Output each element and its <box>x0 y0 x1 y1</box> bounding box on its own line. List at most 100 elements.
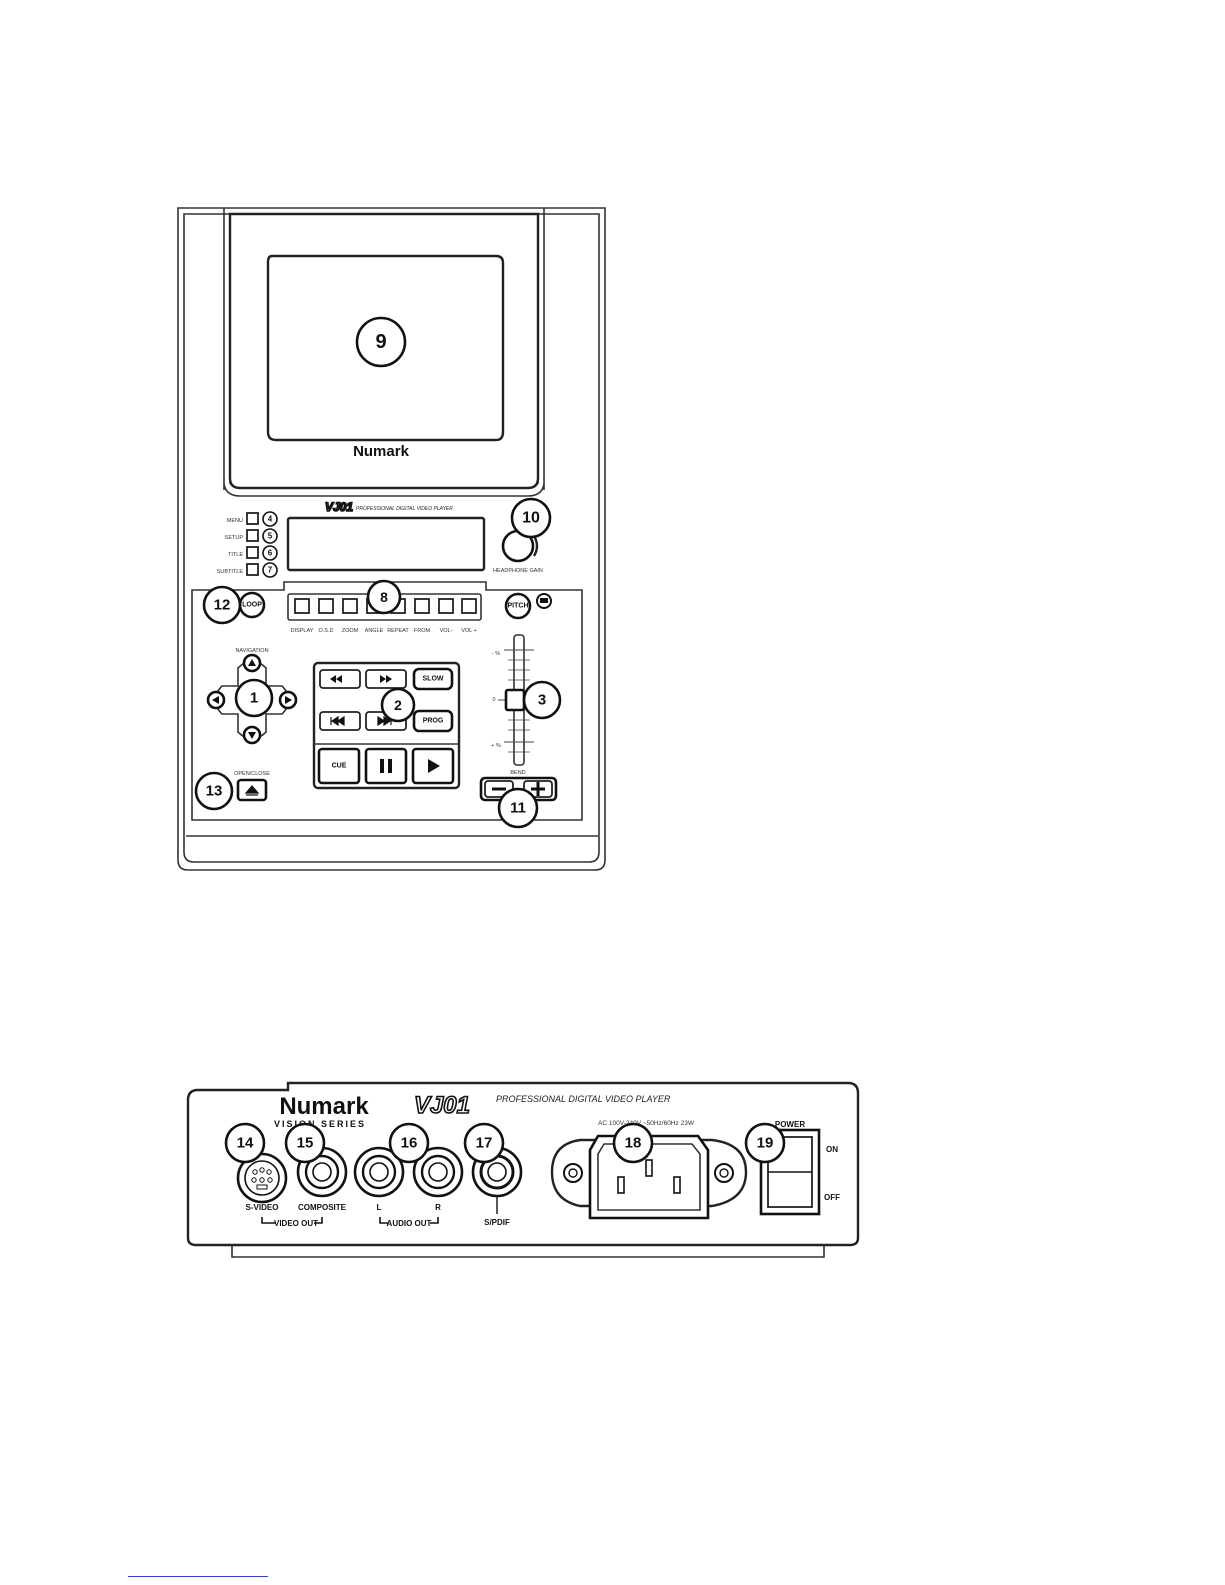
callout-19: 19 <box>744 1122 786 1164</box>
vol-down-button[interactable] <box>438 598 454 614</box>
svg-text:12: 12 <box>214 597 231 614</box>
callout-17: 17 <box>463 1122 505 1164</box>
prog-button[interactable] <box>412 709 454 733</box>
callout-10: 10 <box>510 497 552 539</box>
title-label: TITLE <box>228 552 243 558</box>
front-panel: Numark VJ01 PROFESSIONAL DIGITAL VIDEO P… <box>177 207 606 871</box>
pause-button[interactable] <box>364 747 408 785</box>
pitch-fader: - % 0 + % <box>491 634 534 766</box>
osd-button[interactable] <box>318 598 334 614</box>
svg-text:4: 4 <box>268 515 273 524</box>
eject-icon <box>244 785 260 796</box>
audio-out-label: AUDIO OUT <box>387 1219 432 1228</box>
svg-text:9: 9 <box>375 331 386 353</box>
zoom-button[interactable] <box>342 598 358 614</box>
callout-13: 13 <box>194 771 234 811</box>
rear-brand: Numark <box>279 1093 369 1120</box>
callout-9: 9 <box>355 316 407 368</box>
menu-button[interactable] <box>246 512 259 525</box>
svg-text:2: 2 <box>394 697 402 713</box>
rear-panel: Numark VISION SERIES VJ01 PROFESSIONAL D… <box>186 1081 860 1258</box>
display-button[interactable] <box>294 598 310 614</box>
subtitle-button[interactable] <box>246 563 259 576</box>
svg-text:10: 10 <box>522 510 540 527</box>
previous-track-icon <box>330 715 345 727</box>
callout-1: 1 <box>234 678 274 718</box>
vol-down-label: VOL- <box>440 628 453 634</box>
pitch-label: PITCH <box>508 603 529 610</box>
title-button[interactable] <box>246 546 259 559</box>
slow-button[interactable] <box>412 667 454 691</box>
arrow-right-icon <box>285 696 292 704</box>
callout-7: 7 <box>262 562 278 578</box>
callout-8: 8 <box>366 579 402 615</box>
svg-text:6: 6 <box>268 549 273 558</box>
ac-inlet-flange <box>550 1138 748 1208</box>
bend-label: BEND <box>510 770 525 776</box>
setup-label: SETUP <box>225 535 244 541</box>
pitch-fader-knob[interactable] <box>504 688 526 712</box>
cue-label: CUE <box>332 763 347 770</box>
fast-forward-icon <box>380 675 392 683</box>
svg-text:11: 11 <box>510 800 526 817</box>
svg-text:13: 13 <box>206 783 223 800</box>
callout-3: 3 <box>522 680 562 720</box>
video-out-label: VIDEO OUT <box>274 1219 318 1228</box>
arrow-left-icon <box>212 696 219 704</box>
lcd-screen <box>266 254 505 442</box>
pause-icon <box>380 759 384 773</box>
open-close-label: OPEN/CLOSE <box>234 771 270 777</box>
display-window <box>286 516 486 572</box>
svg-text:14: 14 <box>237 1135 254 1152</box>
svg-text:15: 15 <box>297 1135 314 1152</box>
rear-tagline: PROFESSIONAL DIGITAL VIDEO PLAYER <box>496 1094 671 1104</box>
plus-icon <box>531 782 545 796</box>
power-spec-label: AC 100V-240V ~50Hz/60Hz 23W <box>598 1120 695 1127</box>
arrow-down-icon <box>248 732 256 739</box>
prog-label: PROG <box>423 718 444 725</box>
footer-rule <box>128 1576 268 1577</box>
audio-right-label: R <box>435 1203 441 1212</box>
rewind-icon <box>330 675 342 683</box>
svg-text:16: 16 <box>401 1135 418 1152</box>
callout-6: 6 <box>262 545 278 561</box>
svg-text:5: 5 <box>268 532 273 541</box>
svg-text:1: 1 <box>250 690 258 707</box>
repeat-label: REPEAT <box>387 628 409 634</box>
pitch-button[interactable] <box>504 592 532 620</box>
side-buttons: MENU SETUP TITLE SUBTITLE <box>217 512 259 576</box>
callout-11: 11 <box>497 787 539 829</box>
vol-up-button[interactable] <box>461 598 477 614</box>
loop-label: LOOP <box>242 602 262 609</box>
front-brand: Numark <box>353 443 410 460</box>
navigation-label: NAVIGATION <box>235 648 268 654</box>
spdif-label: S/PDIF <box>484 1218 510 1227</box>
display-label: DISPLAY <box>291 628 314 634</box>
audio-left-label: L <box>377 1203 382 1212</box>
slow-label: SLOW <box>423 676 444 683</box>
from-button[interactable] <box>414 598 430 614</box>
svg-text:8: 8 <box>380 589 388 605</box>
fader-mid-label: 0 <box>492 697 495 703</box>
callout-4: 4 <box>262 511 278 527</box>
zoom-label: ZOOM <box>342 628 359 634</box>
subtitle-label: SUBTITLE <box>217 569 244 575</box>
svg-text:17: 17 <box>476 1135 493 1152</box>
front-tagline: PROFESSIONAL DIGITAL VIDEO PLAYER <box>356 506 453 512</box>
on-label: ON <box>826 1145 838 1154</box>
osd-label: O.S.D <box>319 628 334 634</box>
svideo-label: S-VIDEO <box>246 1203 279 1212</box>
off-label: OFF <box>824 1193 840 1202</box>
menu-label: MENU <box>227 518 243 524</box>
svg-text:7: 7 <box>268 566 273 575</box>
fader-top-label: - % <box>492 651 500 657</box>
cue-button[interactable] <box>317 747 361 785</box>
play-icon <box>428 759 440 773</box>
setup-button[interactable] <box>246 529 259 542</box>
front-model: VJ01 <box>325 500 353 514</box>
callout-2: 2 <box>380 687 416 723</box>
svg-text:3: 3 <box>538 692 546 709</box>
rear-series: VISION SERIES <box>274 1119 366 1129</box>
vol-up-label: VOL + <box>461 628 477 634</box>
